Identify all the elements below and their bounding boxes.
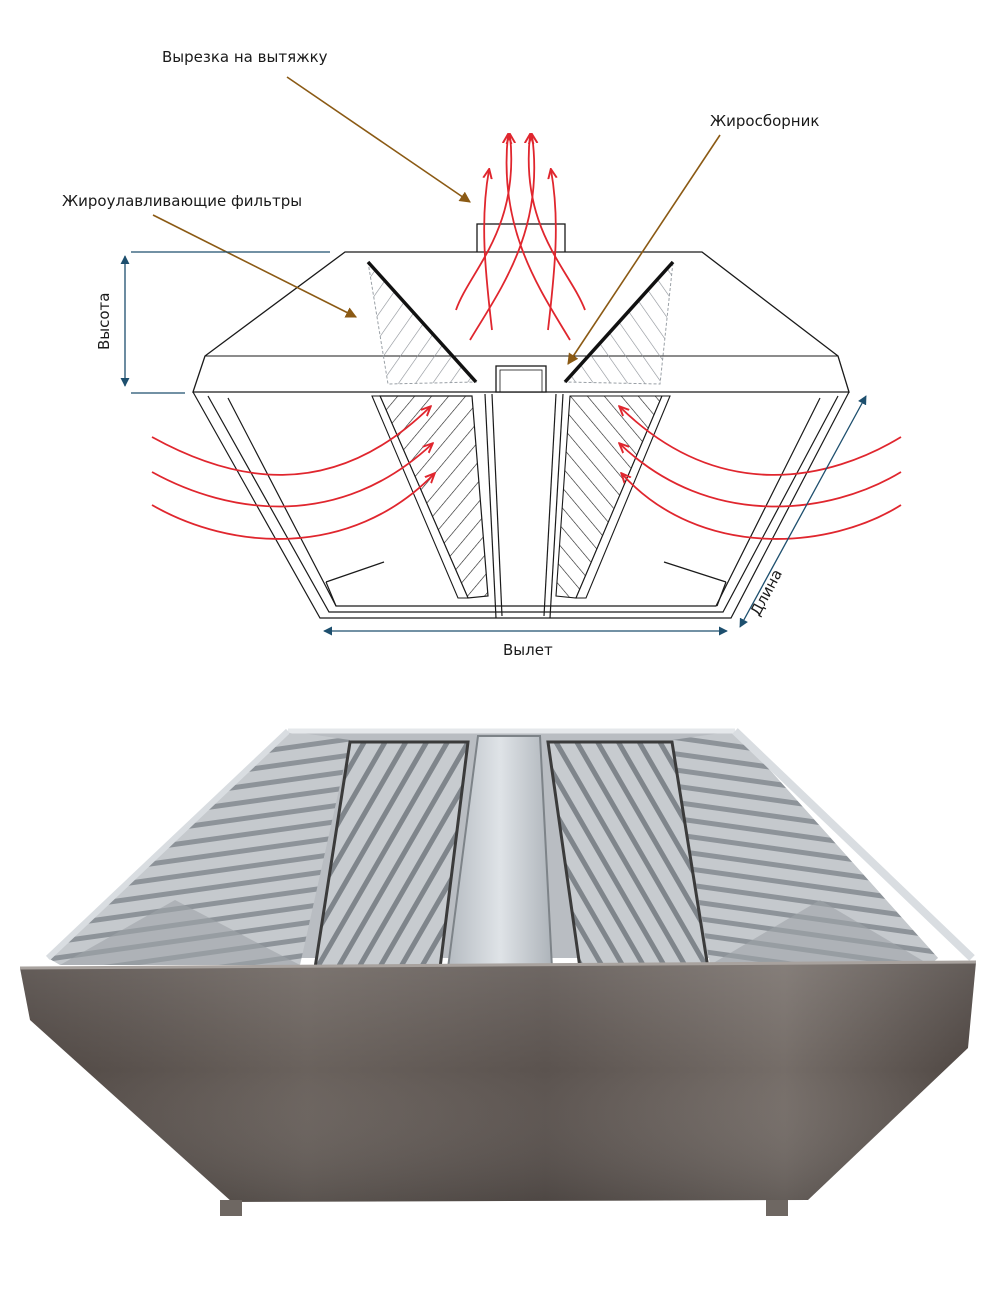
dimension-lines	[120, 251, 867, 636]
label-height: Высота	[95, 293, 113, 351]
hood-photo	[19, 728, 977, 1216]
label-length: Длина	[747, 566, 786, 619]
label-exhaust-cutout: Вырезка на вытяжку	[162, 48, 328, 66]
photo-left-louvers	[48, 731, 350, 965]
hood-diagram: Вырезка на вытяжку Жиросборник Жироулавл…	[62, 48, 902, 659]
center-channel	[484, 393, 564, 619]
leader-arrows	[152, 76, 721, 365]
photo-right-louvers	[672, 731, 938, 965]
photo-mount-tab-left	[220, 1200, 242, 1216]
label-overhang: Вылет	[503, 641, 553, 659]
photo-mount-tab-right	[766, 1200, 788, 1216]
left-lower-filter	[379, 395, 489, 599]
label-grease-collector: Жиросборник	[710, 112, 819, 130]
label-grease-filters: Жироулавливающие фильтры	[62, 192, 302, 210]
